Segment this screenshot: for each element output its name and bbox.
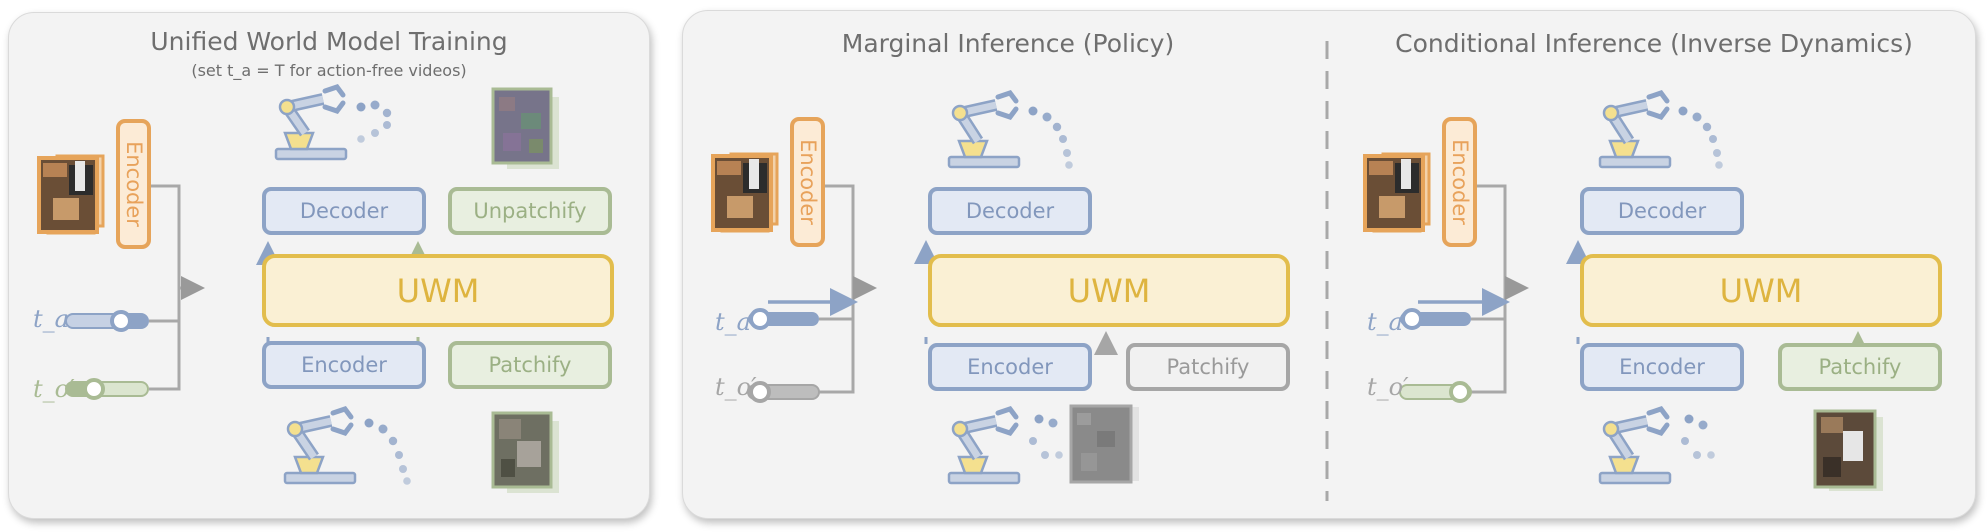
robot-arm-icon [274,84,348,161]
robot-arm-icon [1598,406,1672,485]
marginal-title: Marginal Inference (Policy) [841,29,1175,58]
action-dots-icon [1028,106,1073,169]
action-dots-icon [1681,414,1715,459]
patchify-box: Patchify [1126,343,1290,391]
robot-arm-icon [283,406,357,485]
t-o-label: t_o′ [33,375,75,403]
image-encoder-box: Encoder [1442,117,1477,247]
robot-arm-icon [947,406,1021,485]
patchify-box: Patchify [448,341,612,389]
encoder-box: Encoder [1580,343,1744,391]
training-subtitle: (set t_a = T for action-free videos) [191,61,467,80]
uwm-box: UWM [1580,254,1942,327]
encoder-box: Encoder [262,341,426,389]
t-a-label: t_a [33,305,69,333]
action-dots-icon [1678,106,1723,169]
robot-arm-icon [1598,90,1672,169]
action-dots-icon [364,418,411,485]
action-dots-icon [1029,414,1063,459]
uwm-box: UWM [262,254,614,327]
inference-connectors [711,41,1883,501]
training-connectors [37,84,559,493]
t-o-label: t_o′ [1367,373,1409,401]
action-dots-icon [356,100,392,143]
decoder-box: Decoder [262,187,426,235]
uwm-box: UWM [928,254,1290,327]
robot-arm-icon [947,90,1021,169]
image-encoder-box: Encoder [790,117,825,247]
training-panel: Unified World Model Training (set t_a = … [8,12,650,519]
decoder-box: Decoder [928,187,1092,235]
image-encoder-box: Encoder [116,119,151,249]
inference-panel: Marginal Inference (Policy) Conditional … [682,10,1976,519]
t-a-label: t_a [1367,308,1403,336]
encoder-box: Encoder [928,343,1092,391]
conditional-title: Conditional Inference (Inverse Dynamics) [1395,29,1913,58]
training-title: Unified World Model Training [150,27,508,56]
decoder-box: Decoder [1580,187,1744,235]
t-o-label: t_o′ [715,373,757,401]
unpatchify-box: Unpatchify [448,187,612,235]
patchify-box: Patchify [1778,343,1942,391]
t-a-label: t_a [715,308,751,336]
